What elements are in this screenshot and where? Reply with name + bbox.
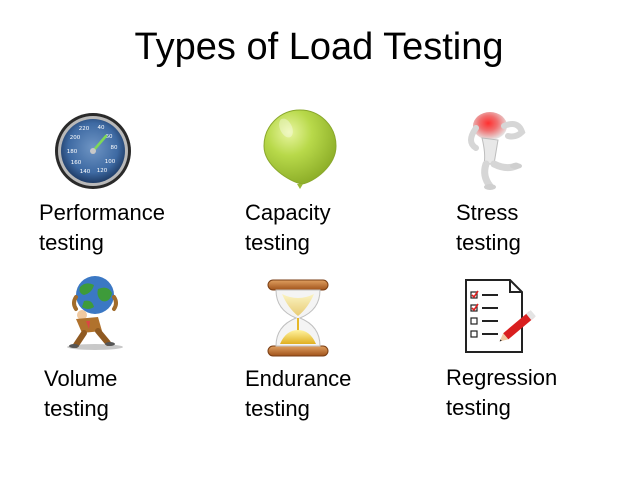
gauge-label: 200 <box>70 135 81 141</box>
gauge-label: 160 <box>71 160 82 166</box>
gauge-label: 120 <box>97 168 108 174</box>
speedometer-icon: 220 40 200 60 80 100 120 140 160 180 <box>55 113 131 189</box>
gauge-label: 220 <box>79 126 90 132</box>
man-carrying-globe-icon <box>67 276 123 350</box>
gauge-label: 100 <box>105 159 116 165</box>
gauge-label: 140 <box>80 169 91 175</box>
balloon-icon <box>263 109 337 189</box>
checklist-icon <box>465 279 536 353</box>
stressed-figure-icon <box>468 112 526 190</box>
hourglass-icon <box>267 279 329 357</box>
gauge-label: 80 <box>111 145 118 151</box>
gauge-label: 60 <box>106 134 113 140</box>
gauge-label: 180 <box>67 149 78 155</box>
gauge-label: 40 <box>98 125 105 131</box>
slide-title: Types of Load Testing <box>134 26 504 68</box>
